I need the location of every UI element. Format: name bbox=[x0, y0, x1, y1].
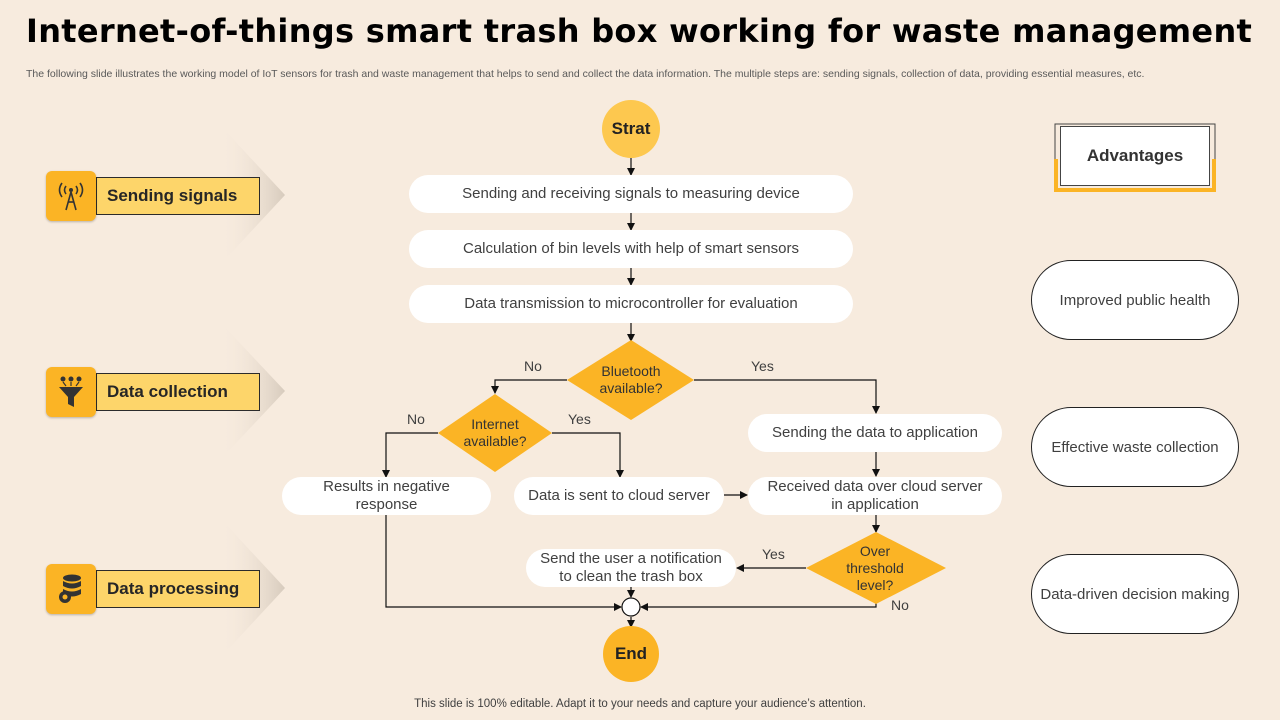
stage-label-data-collection: Data collection bbox=[96, 373, 260, 411]
stage-label-sending-signals: Sending signals bbox=[96, 177, 260, 215]
advantage-improved-public-health: Improved public health bbox=[1031, 260, 1239, 340]
received-data-box: Received data over cloud server in appli… bbox=[748, 477, 1002, 515]
footer-note: This slide is 100% editable. Adapt it to… bbox=[414, 698, 866, 710]
edge-label-bluetooth-no: No bbox=[524, 358, 542, 374]
advantages-frame bbox=[1054, 123, 1216, 192]
advantage-data-driven-decision: Data-driven decision making bbox=[1031, 554, 1239, 634]
advantages-heading-text: Advantages bbox=[1086, 146, 1184, 165]
edge-label-internet-yes: Yes bbox=[568, 411, 591, 427]
funnel-icon bbox=[46, 367, 96, 417]
bluetooth-decision-label: Bluetooth available? bbox=[599, 363, 663, 396]
advantages-heading: Advantages bbox=[1060, 126, 1210, 186]
internet-decision-label: Internet available? bbox=[463, 416, 527, 449]
page-subtitle: The following slide illustrates the work… bbox=[26, 68, 1145, 80]
start-label: Strat bbox=[611, 119, 651, 138]
step-data-transmission: Data transmission to microcontroller for… bbox=[409, 285, 853, 323]
stage-label-text: Sending signals bbox=[107, 186, 238, 205]
stage-label-text: Data processing bbox=[107, 579, 240, 598]
signal-tower-icon bbox=[46, 171, 96, 221]
step-sending-signals: Sending and receiving signals to measuri… bbox=[409, 175, 853, 213]
start-node: Strat bbox=[602, 100, 660, 158]
database-gear-icon bbox=[46, 564, 96, 614]
bluetooth-decision-diamond bbox=[567, 340, 694, 420]
threshold-decision-diamond bbox=[806, 532, 946, 604]
edge-label-threshold-no: No bbox=[891, 597, 909, 613]
end-node: End bbox=[603, 626, 659, 682]
advantage-effective-waste-collection: Effective waste collection bbox=[1031, 407, 1239, 487]
end-label: End bbox=[614, 644, 648, 663]
edge-label-bluetooth-yes: Yes bbox=[751, 358, 774, 374]
cloud-server-box: Data is sent to cloud server bbox=[514, 477, 724, 515]
internet-decision-diamond bbox=[438, 394, 552, 472]
negative-response-box: Results in negative response bbox=[282, 477, 491, 515]
stage-label-data-processing: Data processing bbox=[96, 570, 260, 608]
stage-label-text: Data collection bbox=[107, 382, 228, 401]
threshold-decision-label: Over threshold level? bbox=[846, 542, 904, 593]
page-title: Internet-of-things smart trash box worki… bbox=[26, 12, 1253, 50]
edge-label-threshold-yes: Yes bbox=[762, 546, 785, 562]
step-calculation-bin-levels: Calculation of bin levels with help of s… bbox=[409, 230, 853, 268]
edge-label-internet-no: No bbox=[407, 411, 425, 427]
notification-box: Send the user a notification to clean th… bbox=[526, 549, 736, 587]
send-to-application-box: Sending the data to application bbox=[748, 414, 1002, 452]
